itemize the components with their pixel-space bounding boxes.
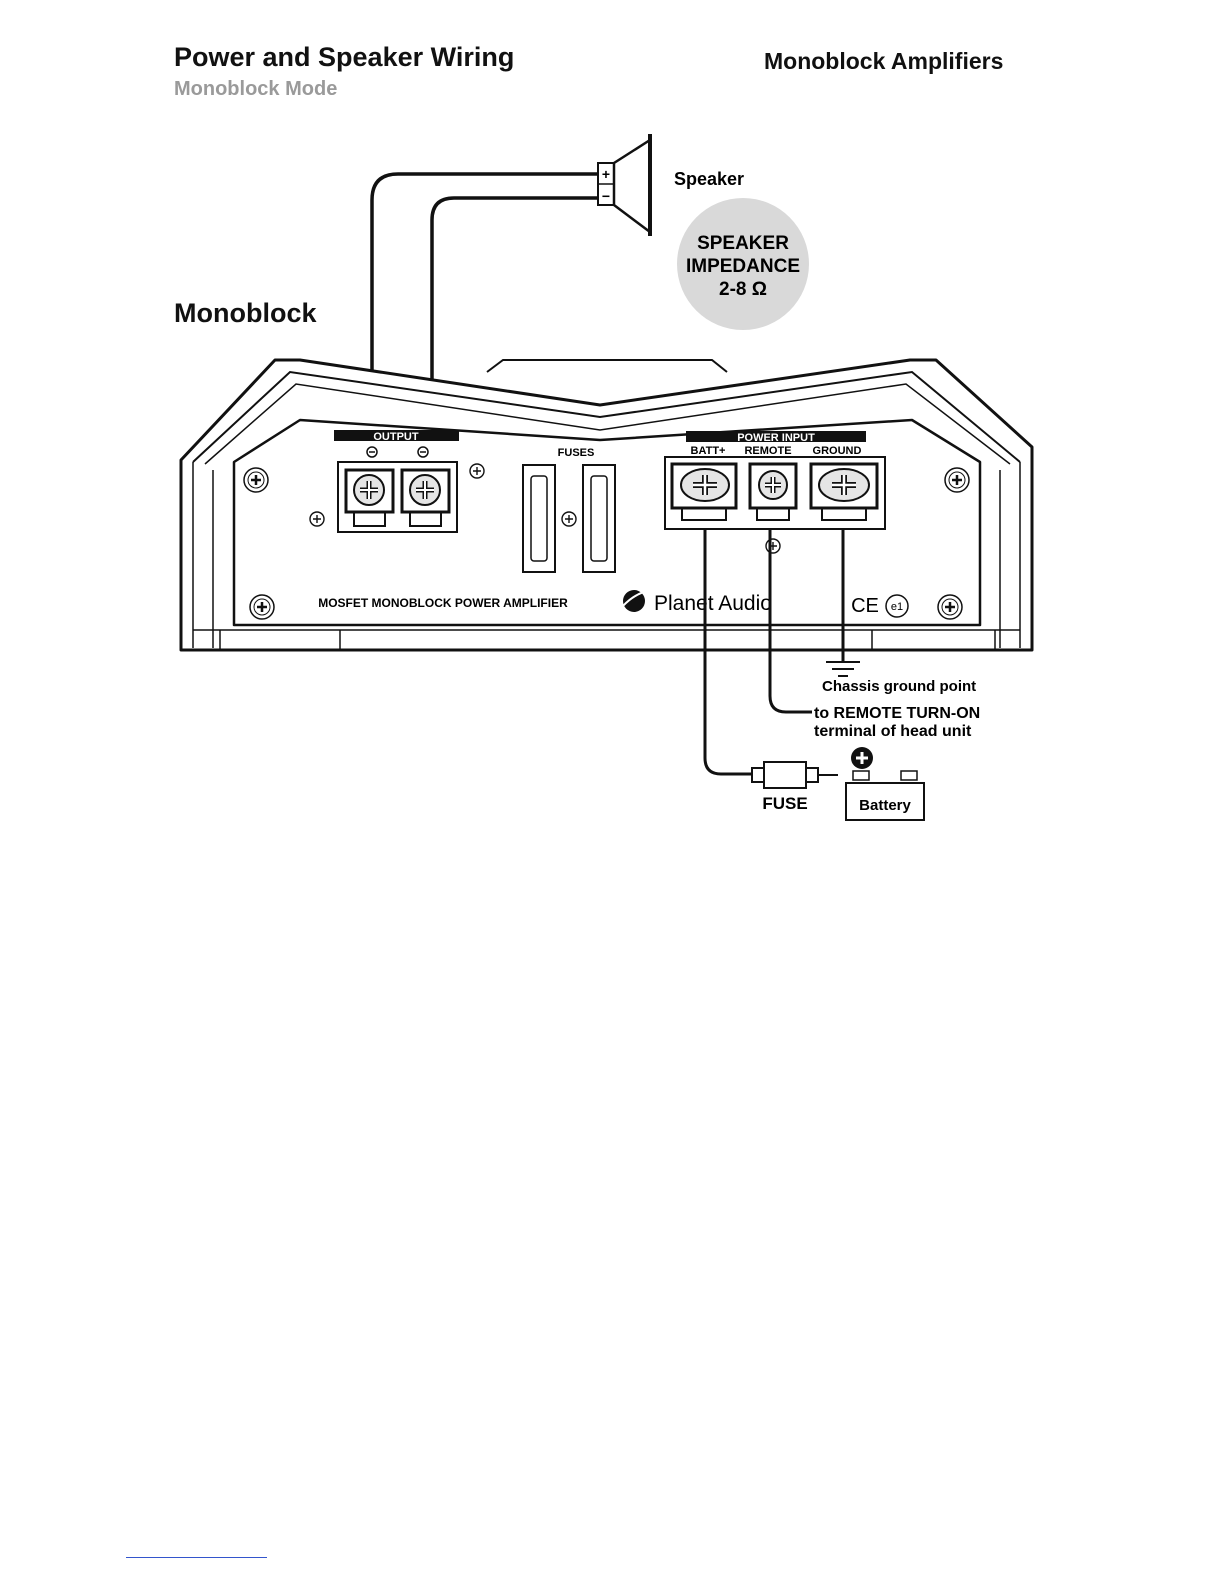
inline-fuse-icon [752,762,838,788]
power-input-label: POWER INPUT [737,432,815,444]
footnote-separator [126,1557,267,1558]
fuse-slot-icon [523,465,555,572]
e1-mark-text: e1 [891,601,903,613]
small-screw-icon [562,512,576,526]
chassis-ground-icon [826,662,860,676]
chassis-ground-label: Chassis ground point [822,678,976,695]
amplifier-model-text: MOSFET MONOBLOCK POWER AMPLIFIER [318,596,568,610]
impedance-line-2: IMPEDANCE [686,256,800,277]
ground-label: GROUND [813,445,862,457]
panel-screw-icon [938,595,962,619]
impedance-value: 2-8 Ω [719,279,767,300]
panel-screw-icon [250,595,274,619]
small-screw-icon [310,512,324,526]
battery-label: Battery [859,797,911,814]
output-positive-terminal-icon [354,475,384,505]
fuses-label: FUSES [558,447,595,459]
speaker-icon: + − [598,134,650,236]
panel-screw-icon [244,468,268,492]
output-label: OUTPUT [373,431,419,443]
remote-label: REMOTE [744,445,791,457]
fuse-label: FUSE [762,794,807,813]
small-screw-icon [470,464,484,478]
speaker-minus-sign: − [602,188,610,204]
fuse-slot-icon [583,465,615,572]
ground-terminal-icon [819,469,869,501]
batt-label: BATT+ [691,445,726,457]
remote-turn-on-label-1: to REMOTE TURN-ON [814,705,980,722]
speaker-plus-sign: + [602,166,610,182]
output-negative-terminal-icon [410,475,440,505]
small-screw-icon [766,539,780,553]
speaker-label: Speaker [674,169,744,189]
remote-terminal-icon [759,471,787,499]
brand-name: Planet Audio [654,592,772,615]
batt-terminal-icon [681,469,729,501]
panel-screw-icon [945,468,969,492]
remote-turn-on-label-2: terminal of head unit [814,723,972,740]
ce-mark-icon: CE [851,595,879,617]
impedance-line-1: SPEAKER [697,233,789,254]
